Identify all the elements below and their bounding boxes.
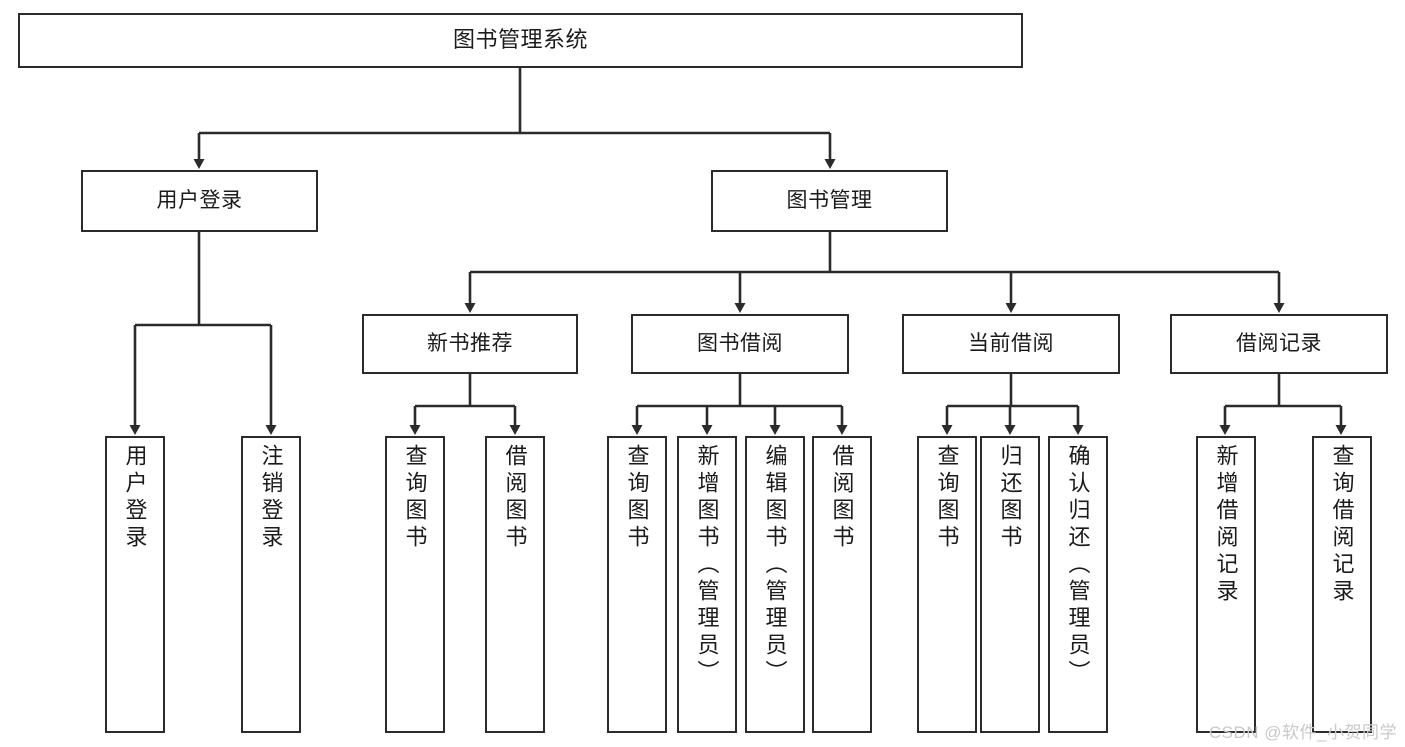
node-label: 归还图书 (997, 444, 1023, 552)
node-root-library-management-system[interactable]: 图书管理系统 (18, 13, 1023, 68)
node-label: 查询借阅记录 (1329, 444, 1355, 606)
leaf-add-book-admin[interactable]: 新增图书（管理员） (677, 436, 737, 733)
leaf-query-books-borrow[interactable]: 查询图书 (607, 436, 667, 733)
csdn-watermark: CSDN @软件_小贺同学 (1208, 723, 1397, 742)
node-label: 新增图书（管理员） (694, 444, 720, 687)
leaf-confirm-return-admin[interactable]: 确认归还（管理员） (1048, 436, 1108, 733)
node-label: 新书推荐 (427, 331, 513, 355)
leaf-query-books-current[interactable]: 查询图书 (917, 436, 977, 733)
leaf-return-books[interactable]: 归还图书 (980, 436, 1040, 733)
leaf-borrow-books[interactable]: 借阅图书 (812, 436, 872, 733)
leaf-borrow-books-recommend[interactable]: 借阅图书 (485, 436, 545, 733)
leaf-user-login[interactable]: 用户登录 (105, 436, 165, 733)
leaf-query-borrow-record[interactable]: 查询借阅记录 (1312, 436, 1372, 733)
node-book-borrow[interactable]: 图书借阅 (631, 314, 849, 374)
leaf-edit-book-admin[interactable]: 编辑图书（管理员） (745, 436, 805, 733)
node-new-book-recommend[interactable]: 新书推荐 (362, 314, 578, 374)
node-label: 查询图书 (402, 444, 428, 552)
node-label: 图书管理系统 (452, 27, 588, 53)
node-label: 借阅记录 (1236, 331, 1322, 355)
node-label: 注销登录 (258, 444, 284, 552)
node-label: 新增借阅记录 (1213, 444, 1239, 606)
node-label: 借阅图书 (502, 444, 528, 552)
node-borrow-records[interactable]: 借阅记录 (1170, 314, 1388, 374)
node-current-borrow[interactable]: 当前借阅 (902, 314, 1120, 374)
node-label: 用户登录 (122, 444, 148, 552)
node-label: 编辑图书（管理员） (762, 444, 788, 687)
node-label: 图书管理 (786, 188, 873, 212)
node-label: 查询图书 (624, 444, 650, 552)
node-label: 当前借阅 (968, 331, 1054, 355)
node-label: 图书借阅 (697, 331, 783, 355)
leaf-add-borrow-record[interactable]: 新增借阅记录 (1196, 436, 1256, 733)
node-label: 查询图书 (934, 444, 960, 552)
node-label: 借阅图书 (829, 444, 855, 552)
leaf-logout[interactable]: 注销登录 (241, 436, 301, 733)
node-user-login[interactable]: 用户登录 (81, 170, 318, 232)
node-label: 确认归还（管理员） (1065, 444, 1091, 687)
node-label: 用户登录 (156, 188, 243, 212)
leaf-query-books-recommend[interactable]: 查询图书 (385, 436, 445, 733)
node-book-management[interactable]: 图书管理 (711, 170, 948, 232)
